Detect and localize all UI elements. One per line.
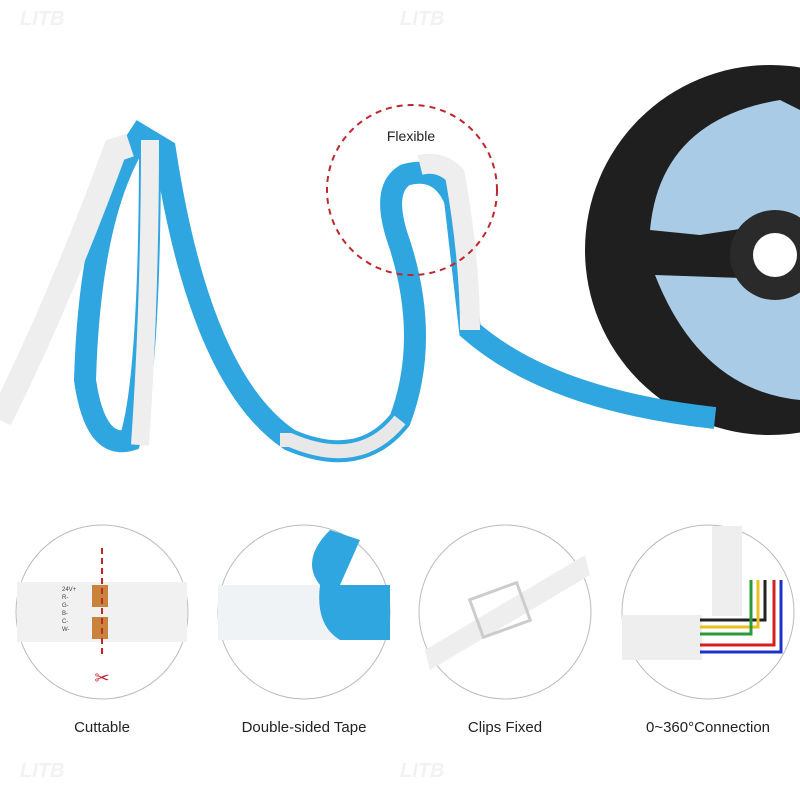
watermark: LITB xyxy=(400,760,445,782)
flexible-callout-label: Flexible xyxy=(386,128,436,144)
watermark: LITB xyxy=(20,8,65,30)
led-reel xyxy=(585,65,800,435)
led-strip xyxy=(0,120,717,463)
feature-cuttable-image: ✂ xyxy=(15,524,189,700)
scissors-icon: ✂ xyxy=(94,668,109,688)
feature-label-cuttable: Cuttable xyxy=(74,719,130,736)
feature-connection-image xyxy=(621,524,795,700)
flexible-callout-circle xyxy=(326,104,498,276)
feature-tape-image xyxy=(217,524,391,700)
feature-clips-image xyxy=(418,524,592,700)
watermark: LITB xyxy=(20,760,65,782)
watermark: LITB xyxy=(400,8,445,30)
feature-label-tape: Double-sided Tape xyxy=(241,719,367,736)
feature-label-connection: 0~360°Connection xyxy=(645,719,770,736)
strip-markings: 24V+R-G- B-C-W- xyxy=(62,587,77,633)
feature-label-clips: Clips Fixed xyxy=(467,719,543,736)
